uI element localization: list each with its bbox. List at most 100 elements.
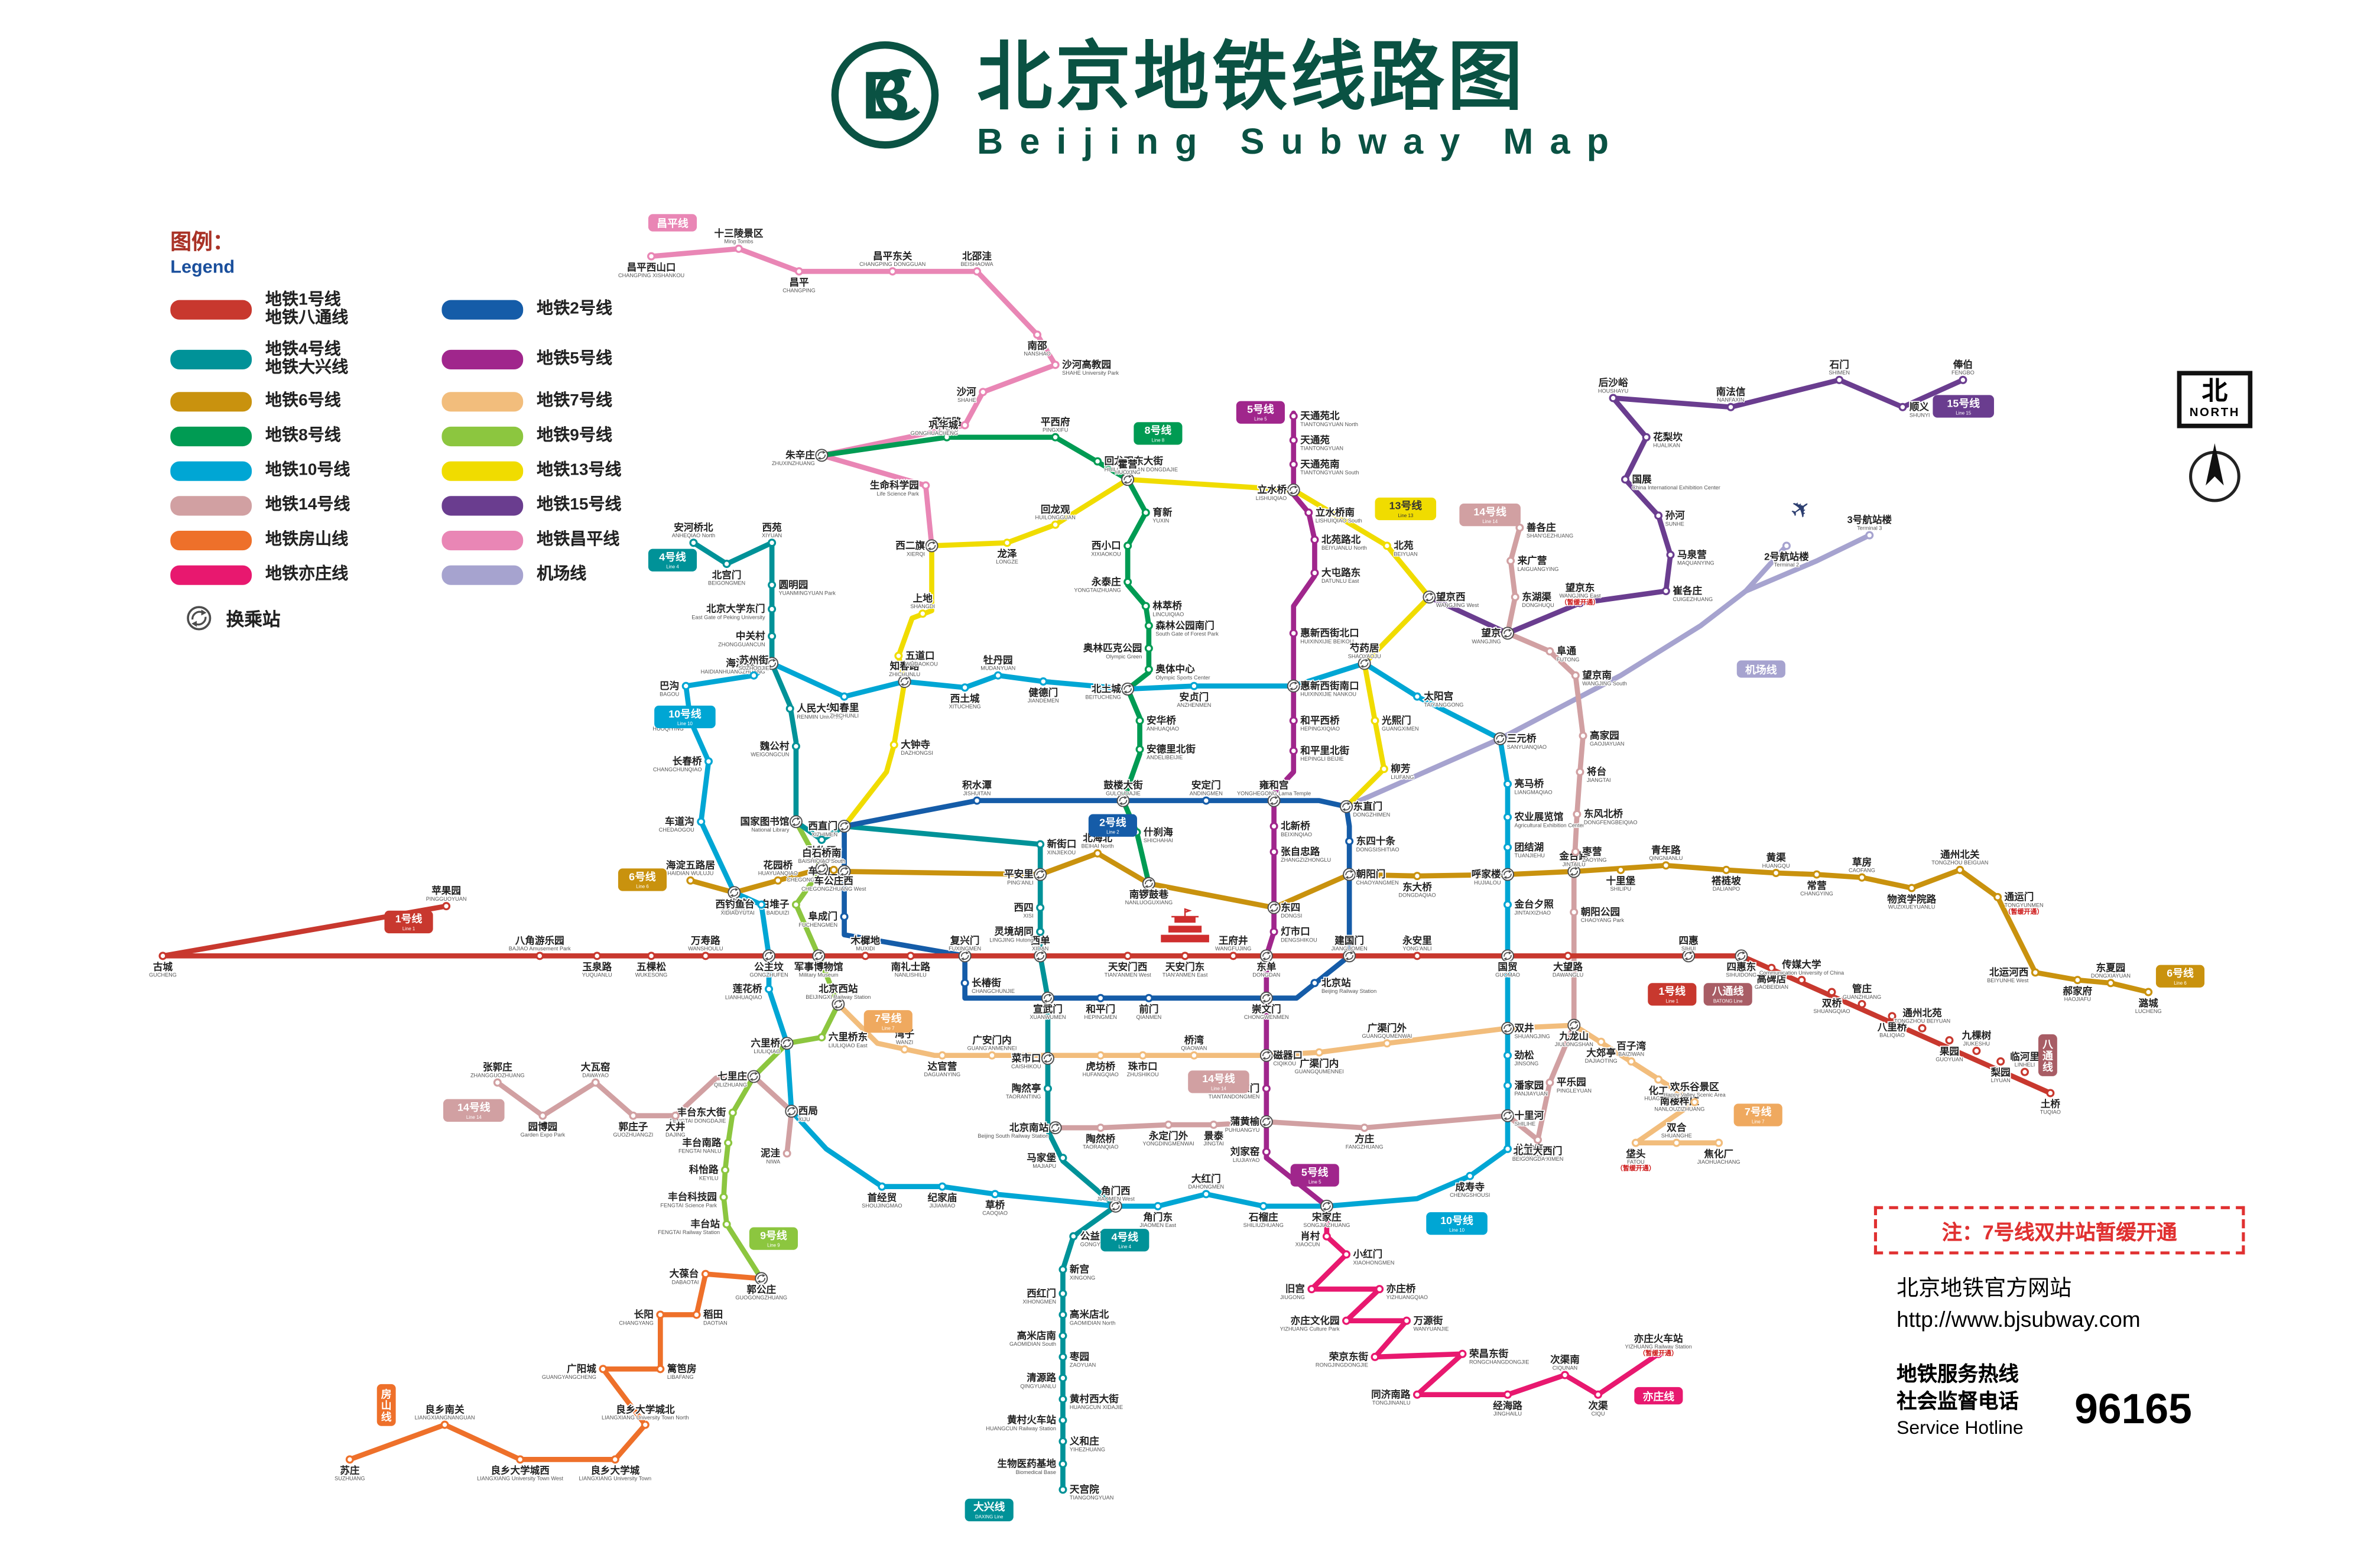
station-东湖渠[interactable]: 东湖渠DONGHUQU — [1511, 590, 1555, 609]
station-黄渠[interactable]: 黄渠HUANGQU — [1761, 850, 1791, 878]
station-奥林匹克公园[interactable]: 奥林匹克公园Olympic Green — [1082, 641, 1153, 660]
station-知春里[interactable]: 知春里ZHICHUNLI — [829, 692, 860, 719]
station-西四[interactable]: 西四XISI — [1013, 901, 1045, 920]
station-科怡路[interactable]: 科怡路KEYILU — [688, 1163, 730, 1182]
station-良乡大学城北[interactable]: 良乡大学城北LIANGXIANG University Town North — [601, 1403, 690, 1429]
station-望京[interactable]: 望京WANGJING — [1471, 626, 1515, 645]
station-大井[interactable]: 大井DAJING — [664, 1111, 686, 1138]
station-土桥[interactable]: 土桥TUQIAO — [2039, 1089, 2061, 1116]
station-六里桥[interactable]: 六里桥LIULIQIAO — [750, 1036, 794, 1055]
station-黄村西大街[interactable]: 黄村西大街HUANGCUN XIDAJIE — [1058, 1392, 1123, 1411]
station-小红门[interactable]: 小红门XIAOHONGMEN — [1342, 1247, 1395, 1267]
station-义和庄[interactable]: 义和庄YIHEZHUANG — [1058, 1434, 1106, 1453]
station-张自忠路[interactable]: 张自忠路ZHANGZIZHONGLU — [1269, 845, 1332, 863]
station-巩华城[interactable]: 巩华城GONGHUACHENG — [910, 418, 969, 437]
station-和平门[interactable]: 和平门HEPINGMEN — [1083, 994, 1118, 1021]
station-珠市口[interactable]: 珠市口ZHUSHIKOU — [1126, 1051, 1160, 1078]
station-荣京东街[interactable]: 荣京东街RONGJINGDONGJIE — [1315, 1349, 1379, 1369]
station-虎坊桥[interactable]: 虎坊桥HUFANGQIAO — [1082, 1051, 1119, 1078]
station-善各庄[interactable]: 善各庄SHAN'GEZHUANG — [1515, 520, 1574, 540]
station-昌平东关[interactable]: 昌平东关CHANGPING DONGGUAN — [859, 249, 927, 276]
station-纪家庙[interactable]: 纪家庙JIJIAMIAO — [927, 1182, 958, 1209]
station-大屯路东[interactable]: 大屯路东DATUNLU East — [1310, 566, 1362, 585]
station-什刹海[interactable]: 什刹海SHICHAHAI — [1132, 824, 1174, 844]
station-花梨坎[interactable]: 花梨坎HUALIKAN — [1642, 430, 1684, 449]
station-西单[interactable]: 西单XIDAN — [1030, 933, 1051, 963]
station-南锣鼓巷[interactable]: 南锣鼓巷NANLUOGUXIANG — [1124, 876, 1173, 906]
station-顺义[interactable]: 顺义SHUNYI — [1898, 400, 1931, 419]
station-方庄[interactable]: 方庄FANGZHUANG — [1345, 1124, 1384, 1151]
station-荣昌东街[interactable]: 荣昌东街RONGCHANGDONGJIE — [1458, 1346, 1530, 1366]
station-永安里[interactable]: 永安里YONG'ANLI — [1401, 933, 1433, 960]
station-天通苑南[interactable]: 天通苑南TIANTONGYUAN South — [1289, 457, 1360, 476]
station-旧宫[interactable]: 旧宫JIUGONG — [1280, 1281, 1316, 1301]
station-中关村[interactable]: 中关村ZHONGGUANCUN — [717, 629, 777, 648]
station-安贞门[interactable]: 安贞门ANZHENMEN — [1176, 681, 1212, 709]
station-新街口[interactable]: 新街口XINJIEKOU — [1036, 837, 1077, 856]
station-丰台东大街[interactable]: 丰台东大街FENGTAI DONGDAJIE — [669, 1105, 737, 1125]
station-崇文门[interactable]: 崇文门CHONGWENMEN — [1243, 991, 1290, 1021]
station-西直门[interactable]: 西直门XIZHIMEN — [807, 819, 851, 838]
station-西苑[interactable]: 西苑XIYUAN — [761, 520, 783, 547]
station-公主坟[interactable]: 公主坟GONGZHUFEN — [749, 949, 789, 979]
station-金台夕照[interactable]: 金台夕照JINTAIXIZHAO — [1503, 897, 1555, 917]
station-积水潭[interactable]: 积水潭JISHUITAN — [961, 778, 993, 805]
station-金台路[interactable]: 金台路JINTAILU — [1558, 849, 1590, 878]
station-太阳宫[interactable]: 太阳宫TAIYANGGONG — [1412, 689, 1464, 709]
station-天通苑[interactable]: 天通苑TIANTONGYUAN — [1289, 433, 1344, 452]
station-古城[interactable]: 古城GUCHENG — [148, 952, 177, 979]
station-孙河[interactable]: 孙河SUNHE — [1654, 508, 1686, 528]
station-黄村火车站[interactable]: 黄村火车站HUANGCUN Railway Station — [985, 1413, 1067, 1432]
station-和平西桥[interactable]: 和平西桥HEPINGXIQIAO — [1289, 714, 1341, 732]
station-大望路[interactable]: 大望路DAWANGLU — [1552, 952, 1584, 979]
station-潘家园[interactable]: 潘家园PANJIAYUAN — [1503, 1078, 1548, 1098]
station-北工大西门[interactable]: 北工大西门BEIGONGDA XIMEN — [1511, 1135, 1564, 1163]
station-东夏园[interactable]: 东夏园DONGXIAYUAN — [2090, 960, 2131, 988]
station-立水桥南[interactable]: 立水桥南LISHUIQIAO South — [1304, 505, 1363, 524]
station-同济南路[interactable]: 同济南路TONGJINANLU — [1370, 1387, 1421, 1407]
station-三元桥[interactable]: 三元桥SANYUANQIAO — [1493, 732, 1547, 751]
station-圆明园[interactable]: 圆明园YUANMINGYUAN Park — [768, 578, 837, 597]
station-九棵树[interactable]: 九棵树JIUKESHU — [1960, 1028, 1992, 1056]
station-西小口[interactable]: 西小口XIXIAOKOU — [1090, 539, 1132, 558]
station-肖村[interactable]: 肖村XIAOCUN — [1294, 1229, 1331, 1248]
station-七里庄[interactable]: 七里庄QILIZHUANG — [713, 1069, 761, 1089]
station-郭公庄[interactable]: 郭公庄GUOGONGZHUANG — [735, 1272, 788, 1301]
station-化工[interactable]: 化工HUAGONG — [1644, 1075, 1673, 1102]
station-复兴门[interactable]: 复兴门FUXINGMEN — [948, 933, 982, 963]
station-团结湖[interactable]: 团结湖TUANJIEHU — [1503, 840, 1545, 859]
station-丰台南路[interactable]: 丰台南路FENGTAI NANLU — [678, 1135, 733, 1155]
station-建国门[interactable]: 建国门JIANGUOMEN — [1330, 933, 1368, 963]
station-五道口[interactable]: 五道口WUDAOKOU — [894, 648, 939, 668]
station-安华桥[interactable]: 安华桥ANHUAQIAO — [1135, 713, 1180, 732]
station-和平里北街[interactable]: 和平里北街HEPINGLI BEIJIE — [1289, 744, 1350, 763]
station-经海路[interactable]: 经海路JINGHAILU — [1492, 1390, 1524, 1417]
station-森林公园南门[interactable]: 森林公园南门South Gate of Forest Park — [1144, 618, 1220, 638]
station-惠新西街北口[interactable]: 惠新西街北口HUIXINXIJIE BEIKOU — [1289, 626, 1360, 645]
station-天通苑北[interactable]: 天通苑北TIANTONGYUAN North — [1289, 408, 1359, 428]
station-草桥[interactable]: 草桥CAOQIAO — [982, 1190, 1008, 1217]
station-亦庄火车站[interactable]: 亦庄火车站YIZHUANG Railway Station（暂缓开通） — [1624, 1332, 1693, 1358]
station-枣园[interactable]: 枣园ZAOYUAN — [1058, 1349, 1097, 1369]
station-九龙山[interactable]: 九龙山JIULONGSHAN — [1554, 1018, 1594, 1048]
station-灵境胡同[interactable]: 灵境胡同LINGJING Hutong — [989, 924, 1045, 944]
station-磁器口[interactable]: 磁器口CIQIKOU — [1259, 1048, 1304, 1067]
station-雍和宫[interactable]: 雍和宫YONGHEGONG Lama Temple — [1236, 778, 1311, 807]
station-东四十条[interactable]: 东四十条DONGSISHITIAO — [1345, 834, 1400, 853]
station-北京大学东门[interactable]: 北京大学东门East Gate of Peking University — [691, 602, 777, 621]
station-天安门东[interactable]: 天安门东TIAN'ANMEN East — [1161, 952, 1209, 979]
station-2号航站楼[interactable]: 2号航站楼Terminal 2 — [1763, 541, 1810, 569]
station-生命科学园[interactable]: 生命科学园Life Science Park — [869, 478, 930, 498]
station-立水桥[interactable]: 立水桥LISHUIQIAO — [1255, 482, 1300, 502]
station-大葆台[interactable]: 大葆台DABAOTAI — [668, 1267, 710, 1286]
station-泥洼[interactable]: 泥洼NIWA — [759, 1146, 791, 1166]
station-枣营[interactable]: 枣营ZAOYING — [1571, 845, 1608, 863]
station-陶然桥[interactable]: 陶然桥TAORANQIAO — [1082, 1124, 1119, 1151]
station-车公庄西[interactable]: 车公庄西CHEGONGZHUANG West — [801, 865, 867, 892]
station-八角游乐园[interactable]: 八角游乐园BAJIAO Amusement Park — [508, 933, 571, 960]
station-亦庄桥[interactable]: 亦庄桥YIZHUANGQIAO — [1375, 1281, 1428, 1301]
station-高家园[interactable]: 高家园GAOJIAYUAN — [1579, 728, 1625, 748]
station-蒲黄榆[interactable]: 蒲黄榆PUHUANGYU — [1224, 1114, 1273, 1134]
station-物资学院路[interactable]: 物资学院路WUZIXUEYUANLU — [1886, 884, 1937, 911]
station-北运河西[interactable]: 北运河西BEIYUNHE West — [1986, 966, 2040, 985]
